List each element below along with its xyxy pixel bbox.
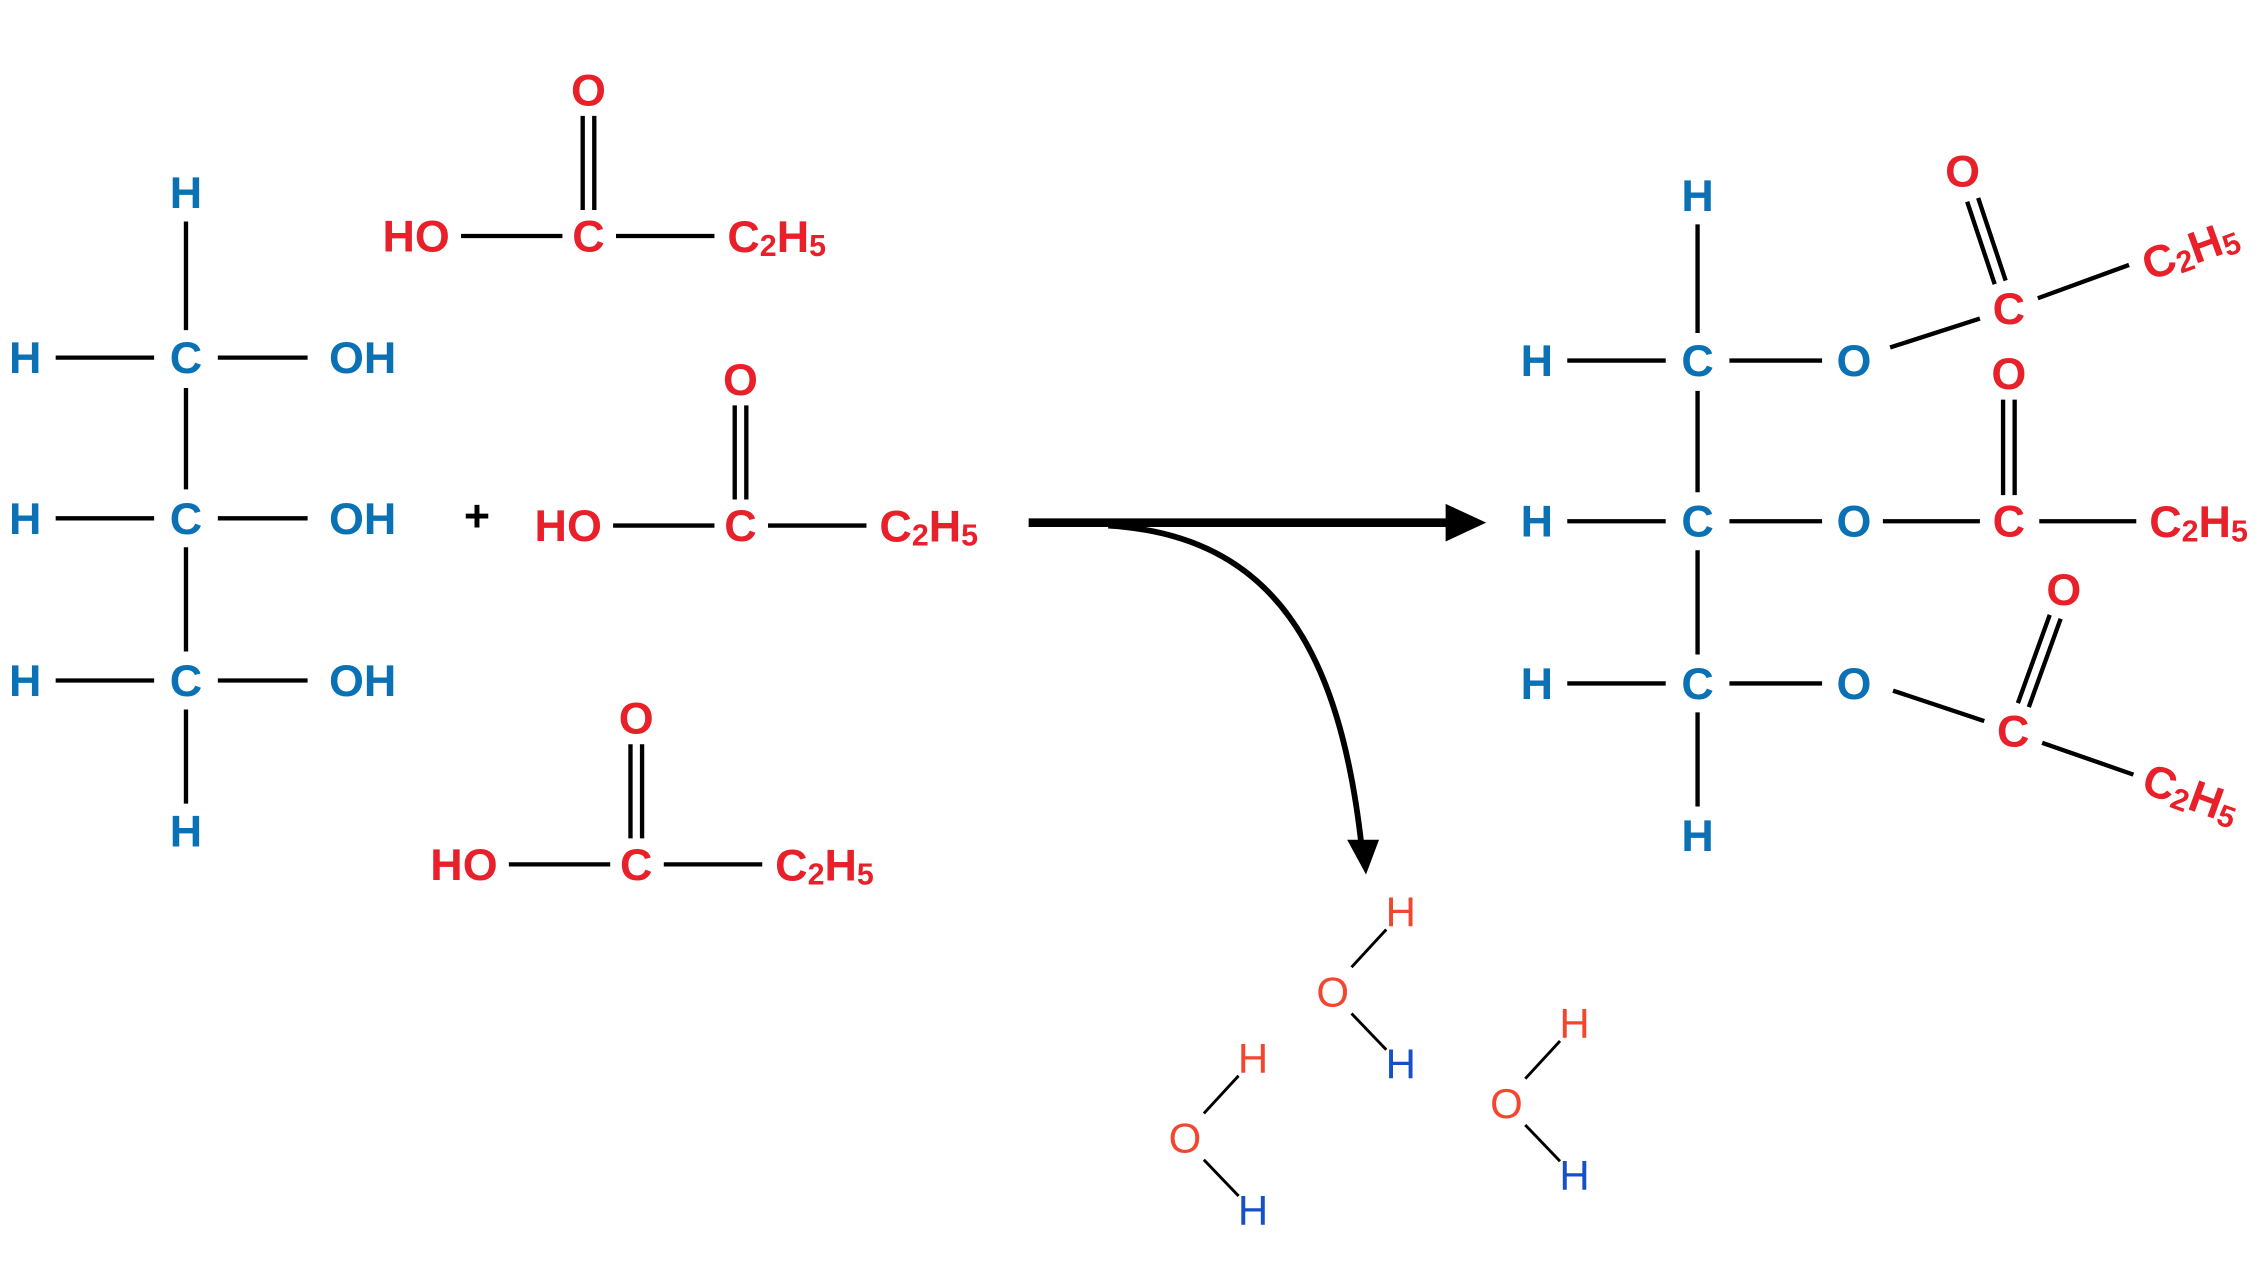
glycerol-hydroxyl: OH — [329, 332, 396, 383]
ester-carbonyl-oxygen: O — [1991, 348, 2026, 399]
acid-carbon: C — [620, 839, 652, 890]
bond — [1892, 688, 1985, 724]
acid-hydroxyl: HO — [535, 500, 602, 551]
water-hydrogen-from-glycerol: H — [1238, 1187, 1268, 1234]
water-oxygen: O — [1169, 1115, 1202, 1162]
double-bond — [2015, 614, 2052, 704]
product-h-left: H — [1521, 496, 1553, 547]
product-h-top: H — [1681, 170, 1713, 221]
plus-sign: + — [464, 490, 490, 541]
acid-ethyl-group: C2H5 — [775, 839, 874, 892]
water-bond — [1350, 1012, 1388, 1051]
glycerol-carbon: C — [170, 332, 202, 383]
acid-ethyl-group: C2H5 — [727, 211, 826, 264]
acid-hydroxyl: HO — [430, 839, 497, 890]
bond — [1889, 316, 1981, 350]
water-hydrogen-from-acid: H — [1238, 1035, 1268, 1082]
water-bond — [1202, 1158, 1240, 1197]
ester-oxygen: O — [1836, 335, 1871, 386]
glycerol-h-top: H — [170, 167, 202, 218]
acid-carbonyl-oxygen: O — [619, 693, 654, 744]
acid-carbon: C — [724, 500, 756, 551]
acid-carbon: C — [572, 211, 604, 262]
water-hydrogen-from-acid: H — [1559, 1000, 1589, 1047]
ester-carbon: C — [1997, 706, 2029, 757]
water-hydrogen-from-glycerol: H — [1559, 1152, 1589, 1199]
ester-oxygen: O — [1836, 496, 1871, 547]
glycerol-h-left: H — [9, 332, 41, 383]
glycerol-carbon: C — [170, 655, 202, 706]
acid-ethyl-group: C2H5 — [879, 500, 978, 553]
ester-ethyl-group: C2H5 — [2136, 753, 2247, 836]
glycerol-hydroxyl: OH — [329, 493, 396, 544]
double-bond — [2026, 618, 2063, 708]
water-release-arrowhead — [1347, 839, 1380, 875]
glycerol-h-left: H — [9, 655, 41, 706]
product-carbon: C — [1681, 496, 1713, 547]
glycerol-h-bottom: H — [170, 806, 202, 857]
water-bond — [1524, 1040, 1562, 1080]
ester-carbonyl-oxygen: O — [1945, 145, 1980, 196]
water-oxygen: O — [1490, 1080, 1523, 1127]
water-bond — [1202, 1074, 1240, 1115]
ester-carbon: C — [1993, 496, 2025, 547]
water-bond — [1524, 1124, 1562, 1163]
water-oxygen: O — [1316, 968, 1349, 1015]
bond — [2037, 262, 2130, 301]
ester-oxygen: O — [1836, 658, 1871, 709]
product-h-left: H — [1521, 658, 1553, 709]
ester-carbonyl-oxygen: O — [2046, 564, 2081, 615]
product-h-left: H — [1521, 335, 1553, 386]
glycerol-carbon: C — [170, 493, 202, 544]
bonds — [55, 115, 2137, 1197]
bond — [2041, 740, 2135, 777]
ester-carbon: C — [1993, 283, 2025, 334]
water-bond — [1350, 928, 1388, 969]
glycerol-hydroxyl: OH — [329, 655, 396, 706]
reaction-arrows — [1028, 503, 1487, 875]
ester-ethyl-group: C2H5 — [2149, 496, 2248, 549]
ester-ethyl-group: C2H5 — [2135, 208, 2246, 291]
water-release-arrow — [1108, 522, 1365, 848]
product-h-bottom: H — [1681, 810, 1713, 861]
acid-hydroxyl: HO — [383, 211, 450, 262]
double-bond — [1965, 200, 1997, 285]
acid-carbonyl-oxygen: O — [723, 354, 758, 405]
double-bond — [1976, 197, 2008, 282]
water-hydrogen-from-acid: H — [1386, 889, 1416, 936]
product-carbon: C — [1681, 658, 1713, 709]
acid-carbonyl-oxygen: O — [571, 64, 606, 115]
glycerol-h-left: H — [9, 493, 41, 544]
product-carbon: C — [1681, 335, 1713, 386]
water-hydrogen-from-glycerol: H — [1386, 1041, 1416, 1088]
main-reaction-arrowhead — [1445, 503, 1487, 542]
